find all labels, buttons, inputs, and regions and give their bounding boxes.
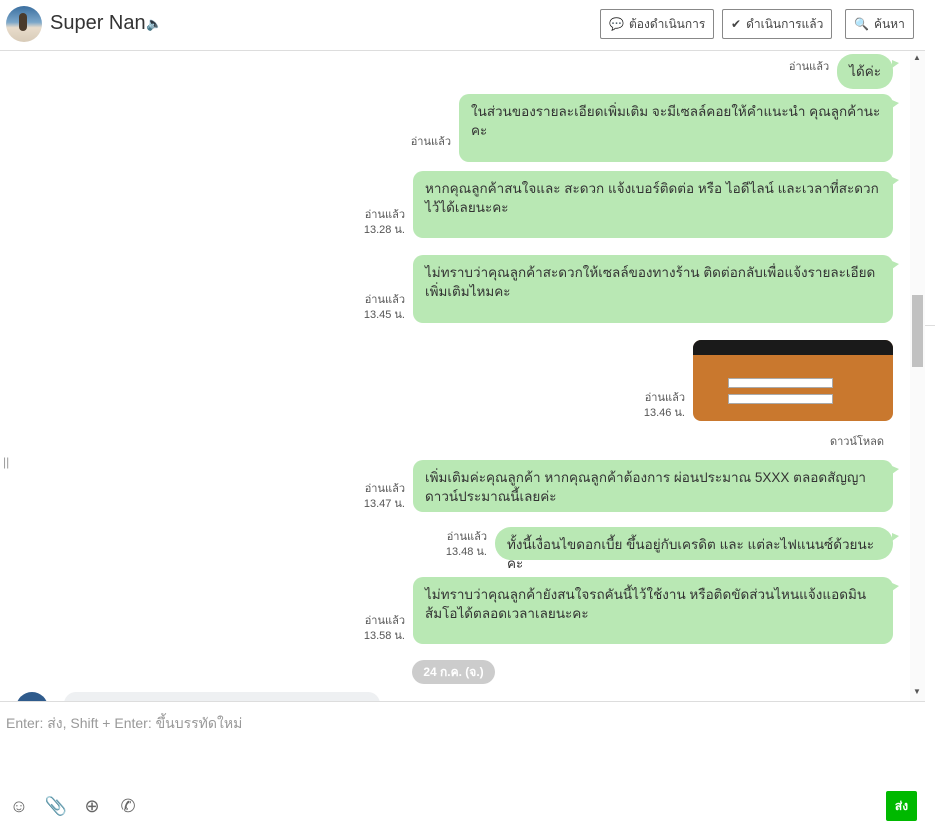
- contact-avatar: [16, 692, 48, 701]
- done-button[interactable]: ✔ ดำเนินการแล้ว: [722, 9, 833, 39]
- message-meta: อ่านแล้ว 13.47 น.: [364, 482, 405, 512]
- message-meta: อ่านแล้ว 13.46 น.: [644, 391, 685, 421]
- download-link[interactable]: ดาวน์โหลด: [829, 436, 884, 448]
- composer: ☺ 📎 ⊕ ✆ ส่ง: [0, 701, 925, 828]
- attachment-icon[interactable]: 📎: [44, 795, 68, 816]
- message: อ่านแล้ว ได้ค่ะ: [789, 54, 899, 89]
- message-bubble: หากคุณลูกค้าสนใจและ สะดวก แจ้งเบอร์ติดต่…: [413, 171, 899, 238]
- message-bubble: ในส่วนของรายละเอียดเพิ่มเติม จะมีเซลล์คอ…: [459, 94, 899, 162]
- call-icon[interactable]: ✆: [120, 795, 136, 816]
- timestamp: 13.48 น.: [445, 546, 487, 558]
- image-message: อ่านแล้ว 13.46 น.: [644, 340, 893, 421]
- message: อ่านแล้ว ในส่วนของรายละเอียดเพิ่มเติม จะ…: [411, 94, 899, 162]
- todo-label: ต้องดำเนินการ: [628, 16, 706, 31]
- read-status: อ่านแล้ว: [644, 392, 685, 404]
- message: อ่านแล้ว 13.45 น. ไม่ทราบว่าคุณลูกค้าสะดว…: [364, 255, 899, 323]
- timestamp: 13.46 น.: [643, 407, 685, 419]
- contact-name: Super Nan: [50, 12, 146, 34]
- timestamp: 13.28 น.: [363, 224, 405, 236]
- check-bubble-icon: ✔: [731, 17, 742, 31]
- message-list: อ่านแล้ว ได้ค่ะ อ่านแล้ว ในส่วนของรายละเ…: [0, 51, 910, 701]
- message-meta: อ่านแล้ว: [789, 60, 829, 75]
- emoji-icon[interactable]: ☺: [9, 795, 29, 816]
- message-meta: อ่านแล้ว 13.45 น.: [364, 293, 405, 323]
- chat-header: Super Nan 🔈 💬 ต้องดำเนินการ ✔ ดำเนินการแล้…: [0, 0, 925, 51]
- read-status: อ่านแล้ว: [364, 615, 405, 627]
- done-label: ดำเนินการแล้ว: [746, 16, 824, 31]
- todo-button[interactable]: 💬 ต้องดำเนินการ: [600, 9, 715, 39]
- avatar[interactable]: [6, 6, 42, 42]
- scrollbar[interactable]: ▲ ▼: [910, 51, 925, 701]
- read-status: อ่านแล้ว: [446, 531, 487, 543]
- read-status: อ่านแล้ว: [364, 483, 405, 495]
- send-button[interactable]: ส่ง: [886, 791, 917, 821]
- speaker-icon[interactable]: 🔈: [146, 16, 163, 31]
- date-divider: 24 ก.ค. (จ.): [412, 660, 495, 684]
- message-bubble: ไม่ทราบว่าคุณลูกค้ายังสนใจรถคันนี้ไว้ใช้…: [413, 577, 899, 644]
- message: อ่านแล้ว 13.28 น. หากคุณลูกค้าสนใจและ สะด…: [364, 171, 899, 238]
- message: อ่านแล้ว 13.48 น. ทั้งนี้เงื่อนไขดอกเบี้ย…: [446, 527, 899, 571]
- scroll-down-icon[interactable]: ▼: [913, 687, 921, 696]
- image-thumbnail[interactable]: [693, 340, 893, 421]
- resize-handle[interactable]: ||: [3, 455, 10, 469]
- read-status: อ่านแล้ว: [364, 209, 405, 221]
- message: อ่านแล้ว 13.58 น. ไม่ทราบว่าคุณลูกค้ายังส…: [364, 577, 899, 644]
- message-meta: อ่านแล้ว: [411, 135, 451, 150]
- incoming-bubble: [64, 692, 380, 701]
- message-meta: อ่านแล้ว 13.58 น.: [364, 614, 405, 644]
- search-icon: 🔍: [854, 17, 869, 31]
- chat-bubble-icon: 💬: [609, 17, 624, 31]
- timestamp: 13.58 น.: [363, 630, 405, 642]
- timestamp: 13.45 น.: [363, 309, 405, 321]
- timestamp: 13.47 น.: [363, 498, 405, 510]
- add-icon[interactable]: ⊕: [84, 795, 100, 816]
- read-status: อ่านแล้ว: [788, 61, 830, 73]
- message-bubble: ไม่ทราบว่าคุณลูกค้าสะดวกให้เซลล์ของทางร้…: [413, 255, 899, 323]
- scroll-up-icon[interactable]: ▲: [913, 53, 921, 62]
- message-bubble: ได้ค่ะ: [837, 54, 899, 89]
- message-input[interactable]: [0, 702, 900, 772]
- read-status: อ่านแล้ว: [410, 136, 451, 148]
- scroll-thumb[interactable]: [912, 295, 923, 367]
- message-meta: อ่านแล้ว 13.48 น.: [446, 530, 487, 560]
- message-bubble: เพิ่มเติมค่ะคุณลูกค้า หากคุณลูกค้าต้องกา…: [413, 460, 899, 512]
- message: อ่านแล้ว 13.47 น. เพิ่มเติมค่ะคุณลูกค้า ห…: [364, 460, 899, 512]
- read-status: อ่านแล้ว: [364, 294, 405, 306]
- message-meta: อ่านแล้ว 13.28 น.: [364, 208, 405, 238]
- divider: [925, 325, 935, 326]
- search-label: ค้นหา: [873, 16, 905, 31]
- message-bubble: ทั้งนี้เงื่อนไขดอกเบี้ย ขึ้นอยู่กับเครดิ…: [495, 527, 899, 571]
- search-button[interactable]: 🔍 ค้นหา: [845, 9, 914, 39]
